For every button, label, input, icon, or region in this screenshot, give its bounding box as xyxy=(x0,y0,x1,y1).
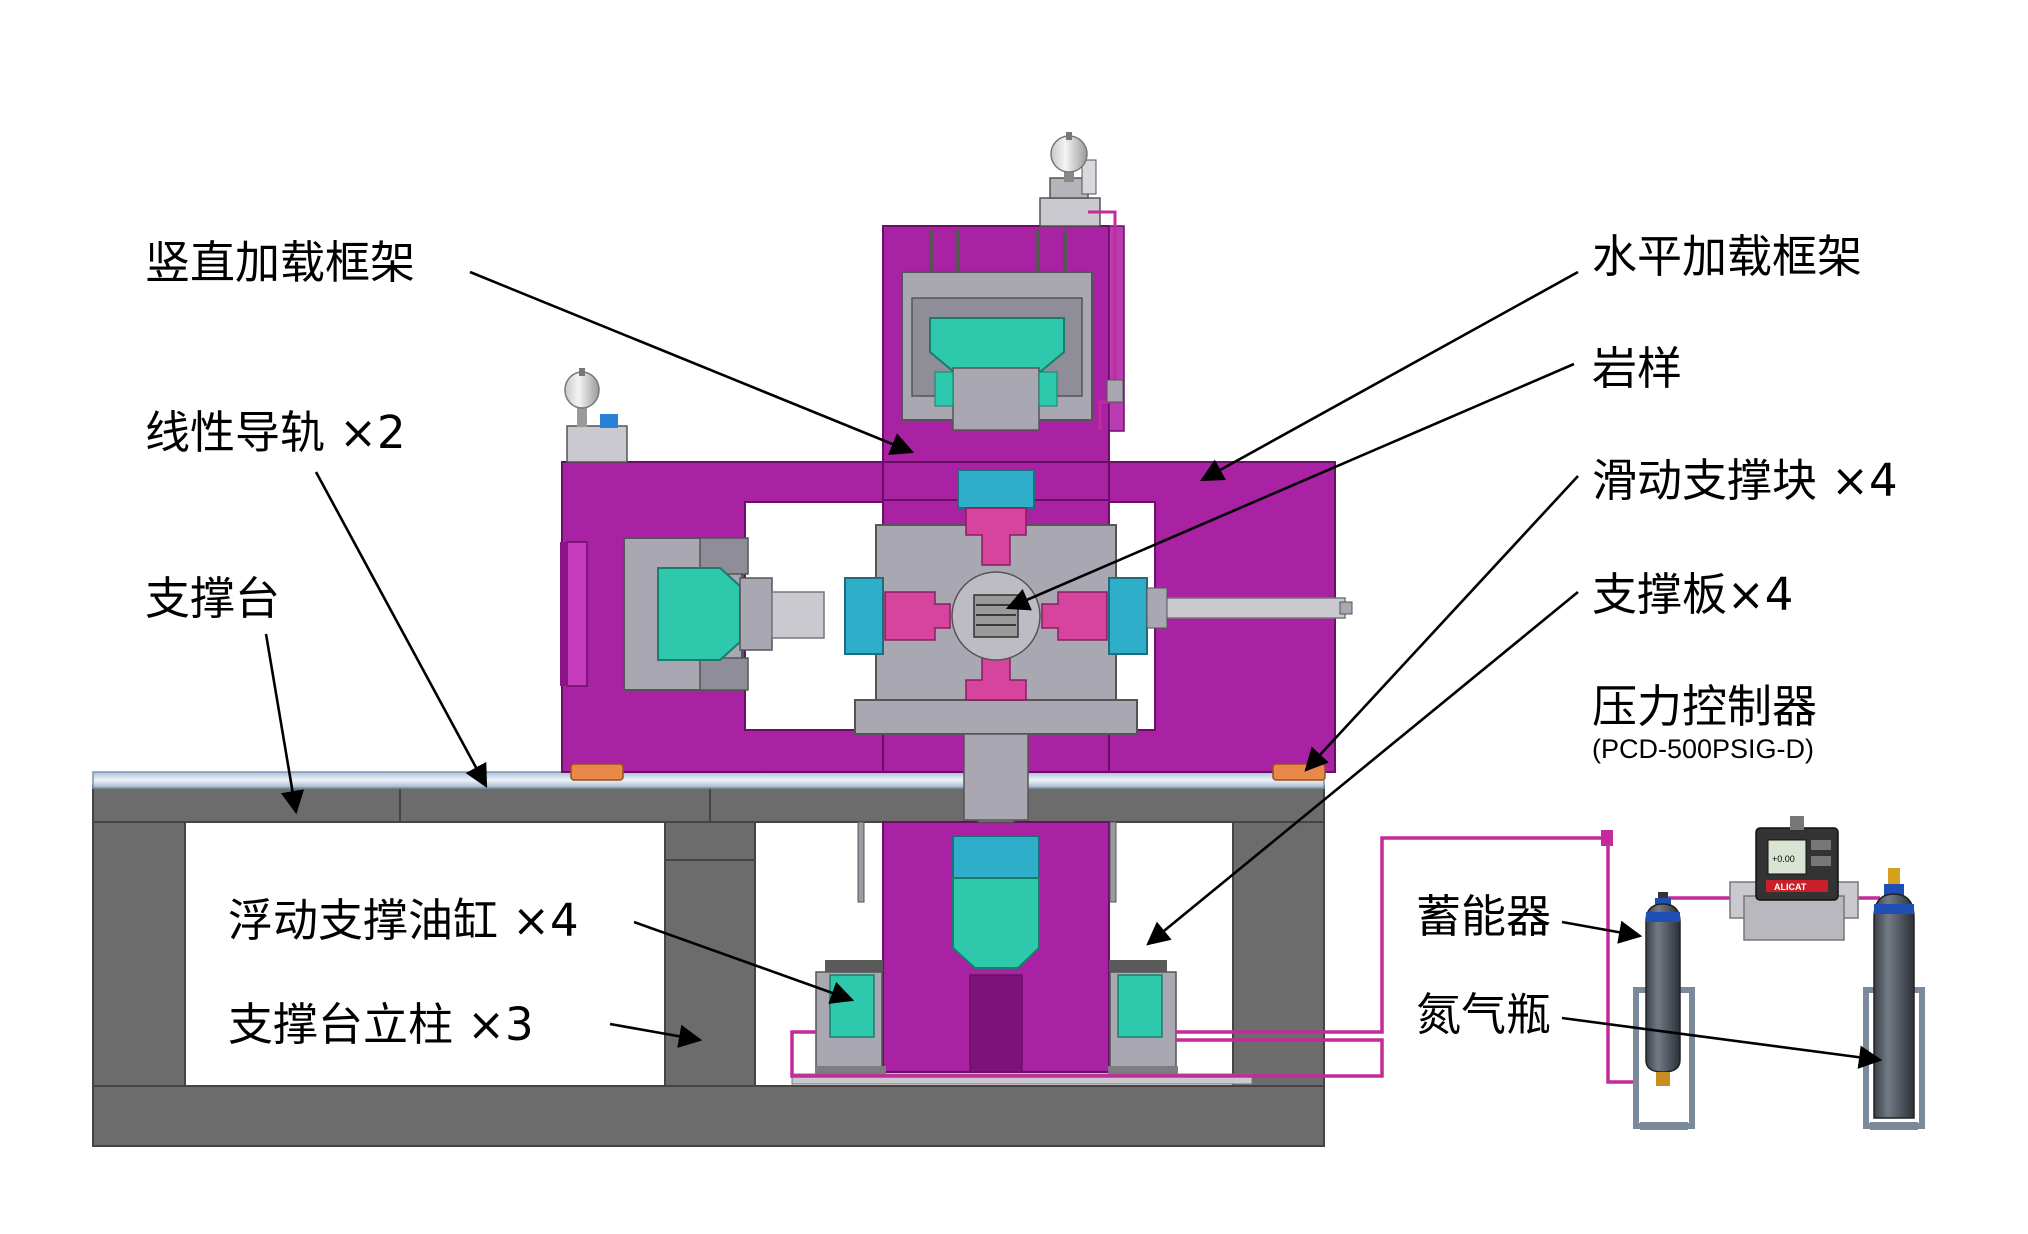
loading-block xyxy=(844,469,1353,821)
tube-lines xyxy=(790,836,1880,1084)
tube-valve xyxy=(1601,830,1613,846)
label-floating-cylinder: 浮动支撑油缸 ×4 xyxy=(228,894,579,947)
leader-vertical-frame xyxy=(469,270,915,455)
leader-linear-guide xyxy=(314,471,488,789)
label-accumulator: 蓄能器 xyxy=(1416,890,1551,943)
leader-support-plate xyxy=(1146,590,1579,946)
label-sliding-block: 滑动支撑块 ×4 xyxy=(1592,454,1898,507)
leader-support-table xyxy=(264,633,305,815)
leader-horizontal-frame xyxy=(1199,270,1579,482)
leader-rock-sample xyxy=(1005,362,1575,611)
floating-cylinder-left xyxy=(815,960,886,1081)
label-rock-sample: 岩样 xyxy=(1592,342,1682,395)
controller-display: +0.00 xyxy=(1772,854,1795,864)
pressure-controller-device: +0.00 ALICAT xyxy=(1729,816,1859,941)
label-horizontal-frame: 水平加载框架 xyxy=(1592,230,1862,283)
leader-nitrogen-bottle xyxy=(1561,1016,1883,1069)
leader-sliding-block xyxy=(1304,475,1579,772)
sliding-block-right xyxy=(1272,763,1326,781)
label-linear-guide: 线性导轨 ×2 xyxy=(145,406,406,459)
controller-brand: ALICAT xyxy=(1774,882,1807,892)
floating-cylinder-right xyxy=(1108,960,1178,1081)
label-nitrogen-bottle: 氮气瓶 xyxy=(1416,988,1551,1041)
left-accumulator xyxy=(564,368,628,463)
top-accumulator xyxy=(1039,132,1124,430)
label-support-plate: 支撑板×4 xyxy=(1592,568,1793,621)
sliding-block-left xyxy=(570,763,624,781)
accumulator-bottle xyxy=(1633,892,1695,1130)
label-pressure-controller-model: (PCD-500PSIG-D) xyxy=(1592,734,1814,764)
leader-floating-cylinder xyxy=(633,920,855,1004)
label-support-table: 支撑台 xyxy=(145,572,280,625)
label-vertical-frame: 竖直加载框架 xyxy=(145,236,415,289)
label-table-column: 支撑台立柱 ×3 xyxy=(228,998,534,1051)
horizontal-cylinder-left xyxy=(623,537,825,691)
support-plate-bottom xyxy=(791,1073,1253,1085)
leader-table-column xyxy=(609,1022,703,1048)
label-pressure-controller: 压力控制器 xyxy=(1592,680,1817,733)
linear-guide-rail xyxy=(92,771,1325,789)
leader-lines xyxy=(264,270,1883,1069)
nitrogen-bottle xyxy=(1863,868,1925,1130)
vertical-frame-lower xyxy=(857,785,1117,1073)
vertical-frame-upper xyxy=(882,225,1125,463)
leader-accumulator xyxy=(1561,920,1643,944)
